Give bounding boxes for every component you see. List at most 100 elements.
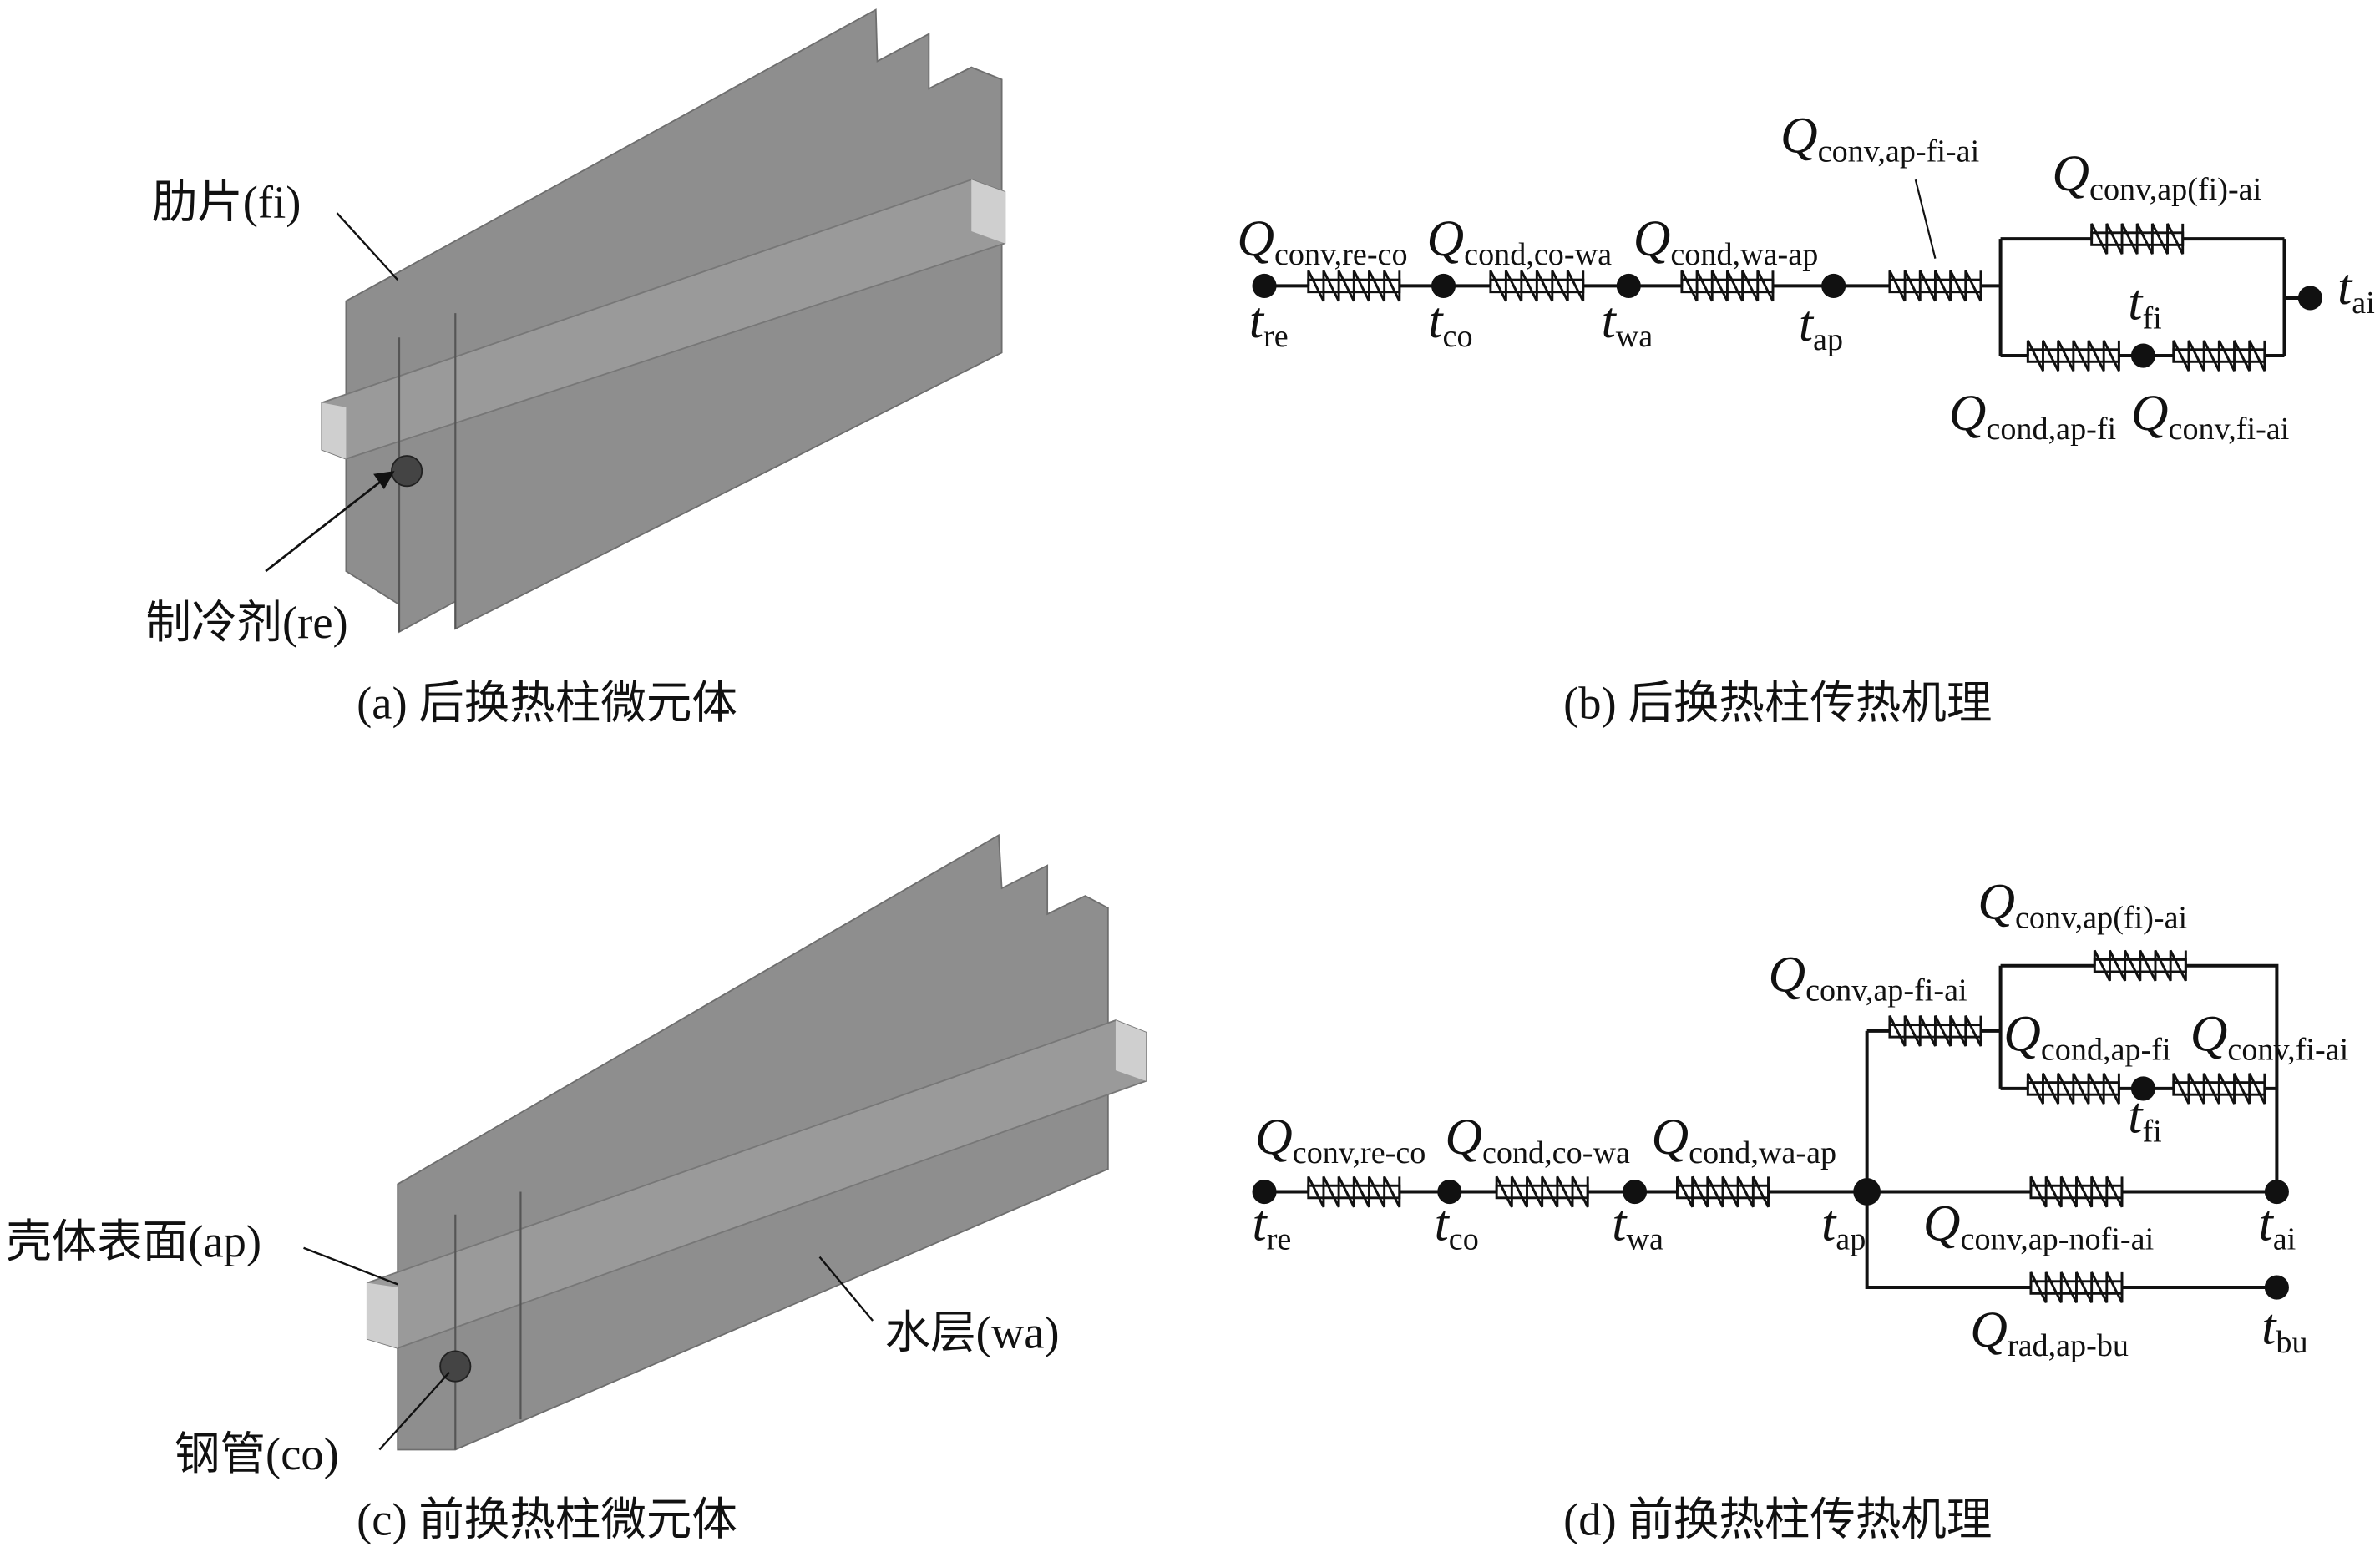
plate-end-left — [322, 402, 347, 459]
label-steel-pipe: 钢管(co) — [175, 1428, 339, 1479]
label-q-conv-re-co: Qconv,re-co — [1255, 1109, 1425, 1170]
resistor — [2093, 949, 2187, 982]
leader-line — [1914, 179, 1937, 259]
fin-body — [397, 833, 1109, 1451]
label-q-cond-wa-ap: Qcond,wa-ap — [1652, 1109, 1837, 1170]
label-t-re: tre — [1253, 1196, 1292, 1257]
refrigerant-pipe — [391, 455, 423, 488]
resistor-zigzag — [2029, 1271, 2124, 1303]
node-t-co — [1431, 273, 1456, 298]
label-q-conv-ap-nofi-ai: Qconv,ap-nofi-ai — [1923, 1196, 2154, 1257]
resistor-zigzag — [2029, 1175, 2124, 1208]
caption-d: (d) 前换热柱传热机理 — [1563, 1494, 1992, 1544]
label-q-cond-co-wa: Qcond,co-wa — [1427, 210, 1613, 272]
refrigerant-arrow — [265, 478, 383, 573]
resistor — [1675, 1175, 1770, 1208]
resistor — [2172, 340, 2266, 372]
resistor-zigzag — [1675, 1175, 1770, 1208]
resistor-zigzag — [2172, 340, 2266, 372]
resistor-zigzag — [1307, 1175, 1401, 1208]
caption-a: (a) 后换热柱微元体 — [357, 677, 737, 728]
label-q-conv-re-co: Qconv,re-co — [1237, 210, 1407, 272]
label-t-ap: tap — [1799, 296, 1843, 357]
resistor-zigzag — [1888, 270, 1982, 302]
label-q-conv-ap-fi-paren-ai: Qconv,ap(fi)-ai — [1977, 873, 2187, 935]
resistor — [2172, 1073, 2266, 1105]
node-t-co — [1437, 1179, 1462, 1205]
resistor-zigzag — [2026, 340, 2120, 372]
label-t-co: tco — [1435, 1196, 1479, 1257]
label-t-fi: tfi — [2128, 1088, 2161, 1150]
heat-column-rear-model: 肋片(fi) 制冷剂(re) (a) 后换热柱微元体 — [145, 8, 1006, 728]
resistor-zigzag — [2090, 223, 2185, 255]
label-t-ai: tai — [2259, 1196, 2296, 1257]
pipe-leader-line — [378, 1372, 450, 1451]
resistor-zigzag — [1307, 270, 1401, 302]
resistor — [2026, 1073, 2120, 1105]
resistor-zigzag — [1489, 270, 1585, 302]
node-t-wa — [1623, 1179, 1648, 1205]
resistor — [1888, 270, 1982, 302]
plate-end-right — [1115, 1020, 1147, 1081]
node-t-fi — [2130, 343, 2155, 368]
node-t-ai — [2264, 1179, 2289, 1205]
label-q-cond-ap-fi: Qcond,ap-fi — [1949, 385, 2116, 447]
plate-end-left — [367, 1282, 398, 1348]
resistor — [1495, 1175, 1589, 1208]
label-q-conv-fi-ai: Qconv,fi-ai — [2190, 1005, 2348, 1067]
label-t-wa: twa — [1612, 1196, 1663, 1257]
label-t-co: tco — [1428, 292, 1472, 354]
resistor — [2029, 1175, 2124, 1208]
thermal-network-rear: Qconv,re-co Qcond,co-wa Qcond,wa-ap Qcon… — [1237, 107, 2374, 728]
node-t-re — [1252, 273, 1277, 298]
resistor — [1680, 270, 1775, 302]
label-t-fi: tfi — [2128, 274, 2161, 336]
node-t-re — [1252, 1179, 1277, 1205]
resistor-zigzag — [1680, 270, 1775, 302]
label-t-re: tre — [1249, 292, 1289, 354]
resistor — [1307, 270, 1401, 302]
label-q-conv-ap-fi-ai: Qconv,ap-fi-ai — [1769, 947, 1967, 1009]
node-t-fi — [2130, 1076, 2155, 1101]
label-fin: 肋片(fi) — [152, 177, 301, 228]
label-q-conv-ap-fi-ai: Qconv,ap-fi-ai — [1780, 107, 1979, 169]
label-q-rad-ap-bu: Qrad,ap-bu — [1970, 1302, 2129, 1363]
label-q-conv-ap-fi-paren-ai: Qconv,ap(fi)-ai — [2052, 145, 2261, 207]
plate-end-right — [971, 179, 1005, 244]
resistor-zigzag — [2026, 1073, 2120, 1105]
label-t-ai: tai — [2337, 259, 2375, 321]
resistor-zigzag — [1888, 1015, 1982, 1047]
caption-b: (b) 后换热柱传热机理 — [1563, 677, 1992, 728]
resistor — [1888, 1015, 1982, 1047]
resistor — [1307, 1175, 1401, 1208]
label-t-bu: tbu — [2261, 1298, 2307, 1360]
label-t-ap: tap — [1821, 1196, 1866, 1257]
resistor — [1489, 270, 1585, 302]
resistor — [2026, 340, 2120, 372]
resistor — [2090, 223, 2185, 255]
caption-c: (c) 前换热柱微元体 — [357, 1494, 737, 1544]
shell-leader-line — [303, 1246, 398, 1286]
label-refrigerant: 制冷剂(re) — [145, 597, 347, 648]
water-leader-line — [818, 1256, 874, 1322]
label-q-conv-fi-ai: Qconv,fi-ai — [2131, 385, 2289, 447]
resistor-zigzag — [2093, 949, 2187, 982]
label-q-cond-ap-fi: Qcond,ap-fi — [2003, 1005, 2170, 1067]
node-t-wa — [1616, 273, 1641, 298]
label-t-wa: twa — [1602, 292, 1653, 354]
heat-column-front-model: 壳体表面(ap) 水层(wa) 钢管(co) (c) 前换热柱微元体 — [6, 833, 1147, 1544]
node-t-ai — [2297, 286, 2322, 311]
label-shell-surface: 壳体表面(ap) — [6, 1216, 261, 1267]
node-t-ap — [1853, 1178, 1881, 1206]
node-t-ap — [1821, 273, 1846, 298]
resistor-zigzag — [1495, 1175, 1589, 1208]
arrow-head — [373, 471, 395, 489]
node-t-bu — [2264, 1275, 2289, 1300]
resistor — [2029, 1271, 2124, 1303]
label-q-cond-wa-ap: Qcond,wa-ap — [1633, 210, 1819, 272]
fin-leader-line — [336, 212, 399, 281]
label-water-layer: 水层(wa) — [885, 1307, 1060, 1358]
label-q-cond-co-wa: Qcond,co-wa — [1445, 1109, 1630, 1170]
thermal-network-front: Qconv,re-co Qcond,co-wa Qcond,wa-ap Qcon… — [1252, 873, 2348, 1544]
